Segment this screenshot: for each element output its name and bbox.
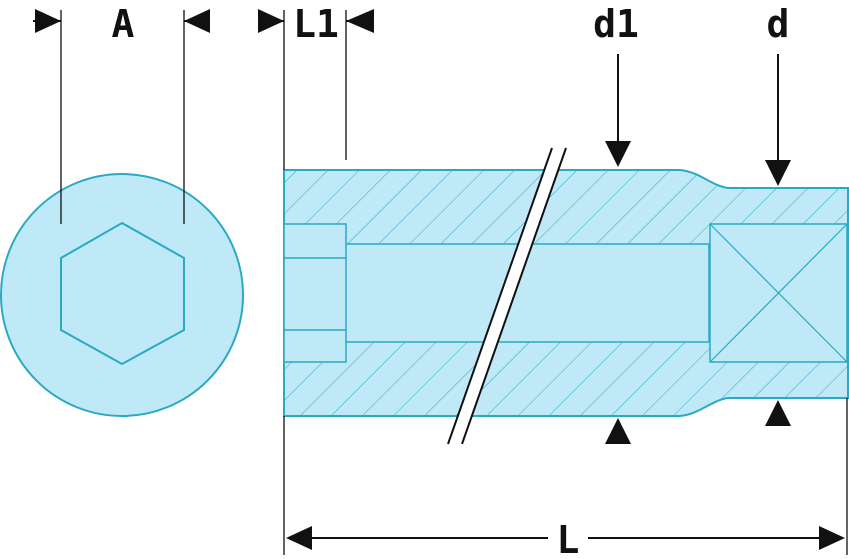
- dimension-l-arrow-left: [286, 526, 312, 550]
- dimension-l1: L1: [258, 2, 374, 170]
- dimension-a: A: [33, 2, 210, 224]
- dimension-d1-arrow-bottom: [605, 418, 631, 444]
- dimension-d: d: [765, 2, 791, 426]
- dimension-a-arrow-left: [35, 9, 61, 33]
- dimension-d1-label: d1: [593, 2, 639, 46]
- dimension-a-label: A: [112, 2, 135, 46]
- dimension-l-label: L: [557, 518, 580, 559]
- dimension-d-label: d: [767, 2, 790, 46]
- hex-drive-opening: [60, 221, 185, 366]
- dimension-l: L: [283, 398, 848, 559]
- socket-end-view: [0, 173, 244, 417]
- dimension-d-arrow-top: [765, 160, 791, 186]
- dimension-l1-arrow-left: [258, 9, 284, 33]
- square-drive-diagonal-b: [709, 223, 848, 363]
- dimension-d1: d1: [593, 2, 639, 444]
- dimension-l-arrow-right: [819, 526, 845, 550]
- dimension-a-arrow-right: [184, 9, 210, 33]
- dimension-l1-arrow-right: [346, 9, 374, 33]
- dimension-d-arrow-bottom: [765, 400, 791, 426]
- section-break-line-right: [461, 147, 567, 445]
- socket-side-section: [283, 147, 849, 445]
- dimension-d1-arrow-top: [605, 141, 631, 167]
- section-break-line-left: [447, 147, 553, 445]
- dimension-l1-label: L1: [293, 2, 339, 46]
- hex-recess: [283, 223, 347, 363]
- section-break-gap: [448, 148, 566, 444]
